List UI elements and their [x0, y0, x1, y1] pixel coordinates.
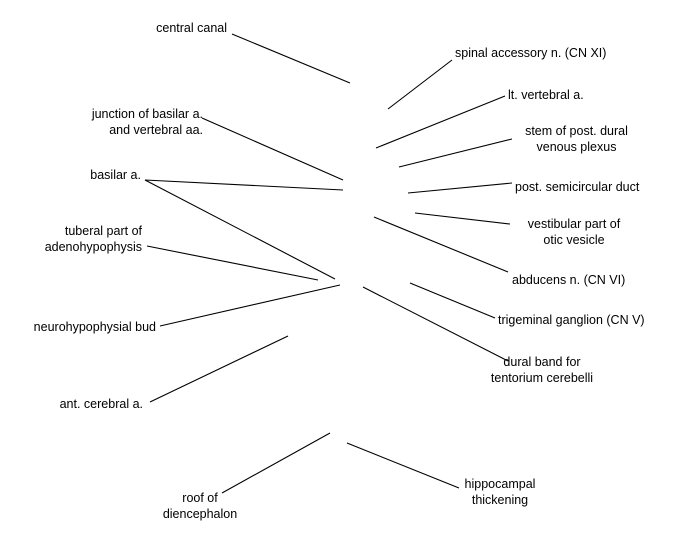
label-line: tentorium cerebelli [490, 371, 594, 385]
label-line: venous plexus [536, 140, 617, 154]
label-basilar: basilar a. [90, 167, 141, 183]
leader-line-hippocampal [346, 442, 460, 489]
leader-line-ant-cerebral [149, 335, 289, 403]
label-line: basilar a. [90, 168, 141, 182]
label-line: adenohypophysis [44, 240, 142, 254]
label-lt-vertebral: lt. vertebral a. [508, 87, 584, 103]
label-line: roof of [182, 491, 218, 505]
leader-line-tuberal [146, 245, 319, 281]
leader-line-central-canal [231, 33, 351, 84]
label-abducens: abducens n. (CN VI) [512, 272, 625, 288]
leader-line-semicircular [407, 182, 513, 194]
label-line: otic vesicle [543, 233, 605, 247]
leader-line-junction [201, 117, 344, 181]
leader-line-trigeminal [409, 282, 496, 319]
label-line: post. semicircular duct [515, 180, 640, 194]
label-line: stem of post. dural [525, 124, 628, 138]
label-line: hippocampal [464, 477, 536, 491]
label-vestibular-otic: vestibular part of otic vesicle [514, 216, 634, 248]
label-line: diencephalon [162, 507, 238, 521]
label-line: vestibular part of [527, 217, 621, 231]
label-roof-diencephalon: roof of diencephalon [150, 490, 250, 522]
label-spinal-accessory: spinal accessory n. (CN XI) [455, 45, 606, 61]
label-line: abducens n. (CN VI) [512, 273, 626, 287]
leader-line-lt-vertebral [375, 95, 506, 149]
leader-line-vestibular [414, 212, 511, 225]
label-dural-band: dural band for tentorium cerebelli [478, 354, 606, 386]
label-junction-basilar-vertebral: junction of basilar a. and vertebral aa. [92, 106, 203, 138]
leader-line-spinal-accessory [387, 59, 453, 110]
label-ant-cerebral: ant. cerebral a. [60, 396, 143, 412]
leader-line-roof [221, 432, 331, 494]
label-line: central canal [156, 21, 227, 35]
leader-line-dural-band [362, 286, 509, 362]
label-hippocampal-thickening: hippocampal thickening [452, 476, 548, 508]
label-semicircular-duct: post. semicircular duct [515, 179, 639, 195]
label-line: and vertebral aa. [109, 123, 203, 137]
label-line: tuberal part of [64, 224, 142, 238]
leader-line-abducens [373, 216, 509, 273]
label-tuberal-adenohypophysis: tuberal part of adenohypophysis [45, 223, 142, 255]
label-line: neurohypophysial bud [33, 320, 156, 334]
leader-line-basilar-upper [144, 179, 344, 191]
leader-line-neurohypophysial [159, 284, 341, 327]
leader-line-basilar-lower [144, 179, 336, 280]
label-line: trigeminal ganglion (CN V) [498, 313, 645, 327]
label-line: dural band for [503, 355, 581, 369]
label-line: lt. vertebral a. [508, 88, 584, 102]
label-line: junction of basilar a. [91, 107, 203, 121]
label-line: spinal accessory n. (CN XI) [455, 46, 607, 60]
label-stem-dural-plexus: stem of post. dural venous plexus [515, 123, 638, 155]
label-line: ant. cerebral a. [59, 397, 143, 411]
label-neurohypophysial-bud: neurohypophysial bud [34, 319, 156, 335]
label-central-canal: central canal [156, 20, 227, 36]
label-line: thickening [471, 493, 529, 507]
label-trigeminal: trigeminal ganglion (CN V) [498, 312, 645, 328]
leader-line-stem-plexus [398, 138, 513, 168]
